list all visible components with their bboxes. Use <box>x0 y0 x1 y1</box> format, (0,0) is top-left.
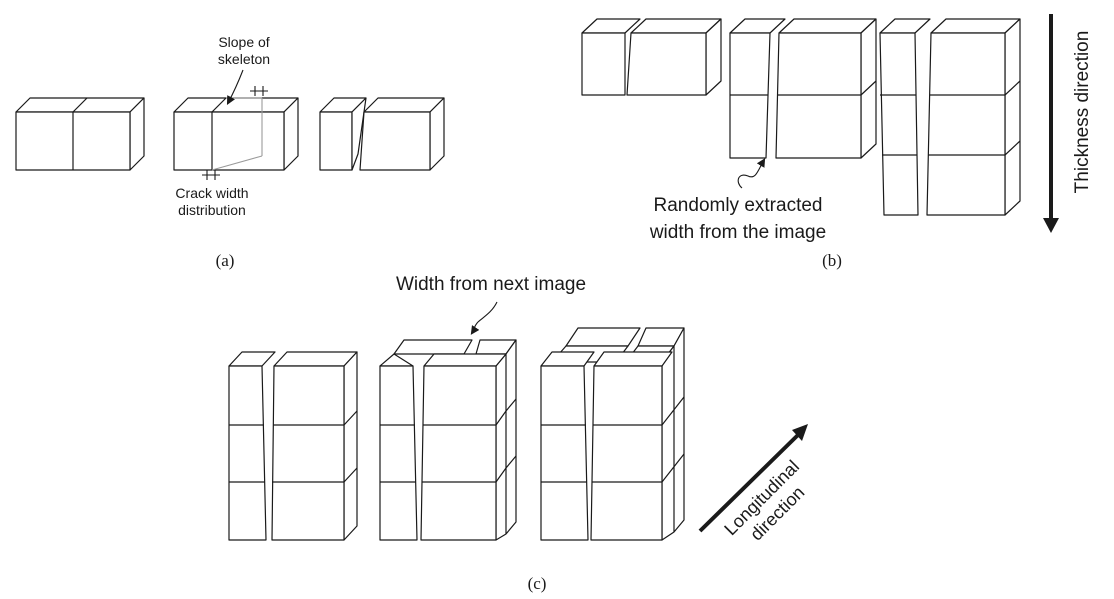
panel-a-width-marker-bottom <box>202 170 220 180</box>
longitudinal-direction-label: Longitudinal direction <box>720 456 808 544</box>
panel-a-width-marker-top <box>250 86 268 96</box>
panel-c-stack-1 <box>228 351 358 541</box>
panel-a-block-cracked <box>319 97 445 171</box>
panel-b-stack-3 <box>879 18 1021 216</box>
panel-a-label-slope: Slope of <box>218 34 269 50</box>
panel-b-stack-2 <box>729 18 877 159</box>
panel-a-block-crack-plane <box>173 97 299 171</box>
longitudinal-arrow-shaft <box>698 431 802 533</box>
panel-b-label-line2: width from the image <box>649 222 826 243</box>
thickness-direction-label: Thickness direction <box>1072 31 1093 194</box>
panel-c-stack-3 <box>540 327 685 541</box>
thickness-arrow-head <box>1043 218 1059 233</box>
panel-a-skeleton-pointer <box>226 69 244 105</box>
panel-a-label-skeleton: skeleton <box>218 51 270 67</box>
panel-a-caption: (a) <box>216 251 235 270</box>
panel-a-label-distribution: distribution <box>178 202 246 218</box>
panel-c-caption: (c) <box>528 574 547 593</box>
panel-c: Width from next image <box>228 274 808 593</box>
panel-b-width-pointer <box>737 158 766 189</box>
panel-b: Randomly extracted width from the image … <box>581 14 1093 270</box>
panel-a: Slope of skeleton Crack width distributi… <box>15 34 445 270</box>
panel-a-label-crack-width: Crack width <box>175 185 248 201</box>
panel-c-stack-2 <box>379 339 517 541</box>
panel-c-label: Width from next image <box>396 274 586 295</box>
panel-a-block-intact <box>15 97 145 171</box>
panel-b-label-line1: Randomly extracted <box>654 195 823 216</box>
longitudinal-arrow-head <box>792 424 808 441</box>
panel-b-caption: (b) <box>822 251 842 270</box>
panel-a-hidden-edge <box>211 155 263 171</box>
panel-c-width-pointer <box>470 301 498 335</box>
panel-b-stack-1 <box>581 18 722 96</box>
